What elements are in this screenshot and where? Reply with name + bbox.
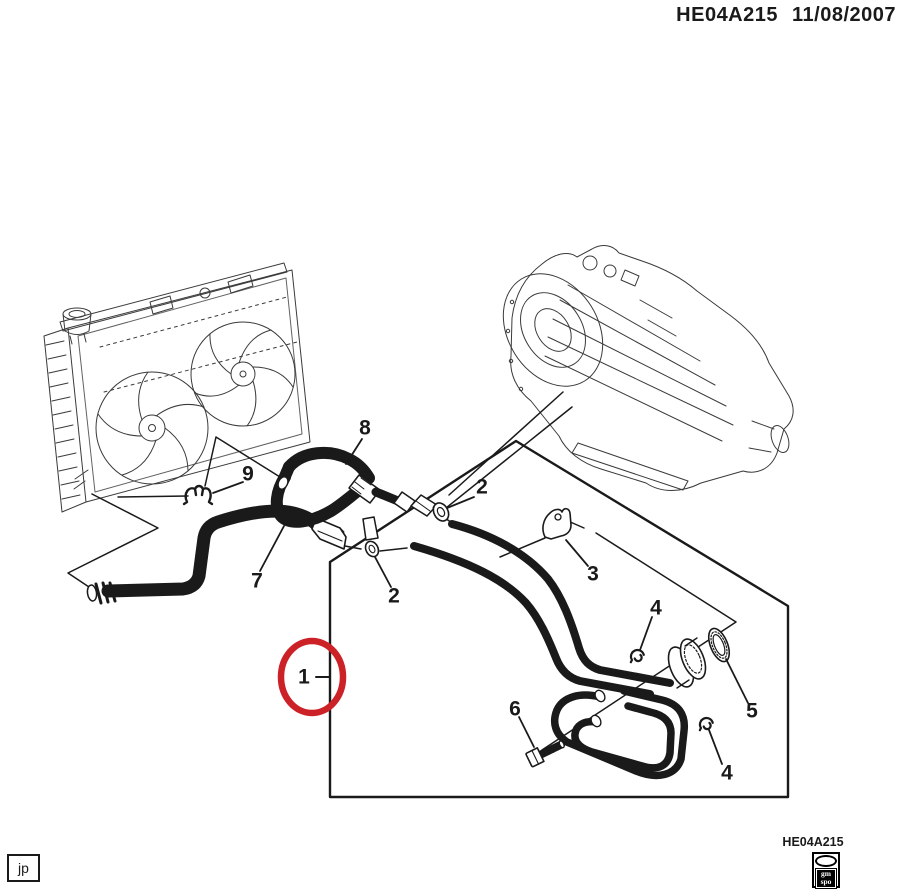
pipe-flange [667, 637, 707, 689]
callout-3: 3 [587, 562, 599, 586]
callout-leaders [212, 438, 749, 765]
cooling-fan-right [190, 321, 296, 427]
gm-logo-line1: gm [821, 869, 831, 878]
radiator-filler-cap [62, 307, 92, 345]
clip-4-lower [698, 716, 714, 732]
radiator-sketch [43, 262, 311, 513]
callout-1: 1 [298, 665, 310, 689]
author-initials: jp [18, 860, 29, 876]
callout-4-upper: 4 [650, 596, 662, 620]
callout-6: 6 [509, 697, 521, 721]
drawing-code: HE04A215 [676, 4, 778, 26]
drawing-date: 11/08/2007 [792, 4, 896, 26]
callout-5: 5 [746, 699, 758, 723]
callout-4-lower: 4 [721, 761, 733, 785]
red-highlight-circle [277, 637, 347, 717]
gm-spo-logo: gm spo [812, 852, 840, 889]
callout-9: 9 [242, 462, 254, 486]
footer-part-code: HE04A215 [782, 835, 844, 849]
gm-logo-line2: spo [820, 877, 832, 886]
callout-2-lower: 2 [388, 584, 400, 608]
lower-cooler-hose [86, 504, 379, 605]
pipe-seal [707, 627, 731, 663]
callout-8: 8 [359, 416, 371, 440]
callout-2-upper: 2 [476, 475, 488, 499]
retainer-clip-9 [182, 484, 214, 506]
cooling-fan-left [95, 371, 209, 485]
gm-logo-oval-icon [815, 855, 837, 867]
clip-4-upper [629, 648, 645, 664]
clamp-2-lower [364, 540, 380, 558]
transmission-sketch [502, 245, 794, 491]
drawing-header: HE04A215 11/08/2007 [676, 4, 896, 27]
bracket-3 [542, 507, 572, 540]
cooler-pipes [410, 520, 689, 780]
pipe-assembly-boundary-box [328, 439, 790, 799]
callout-7: 7 [251, 569, 263, 593]
bolt-6 [525, 740, 566, 768]
author-initials-box: jp [7, 854, 40, 882]
